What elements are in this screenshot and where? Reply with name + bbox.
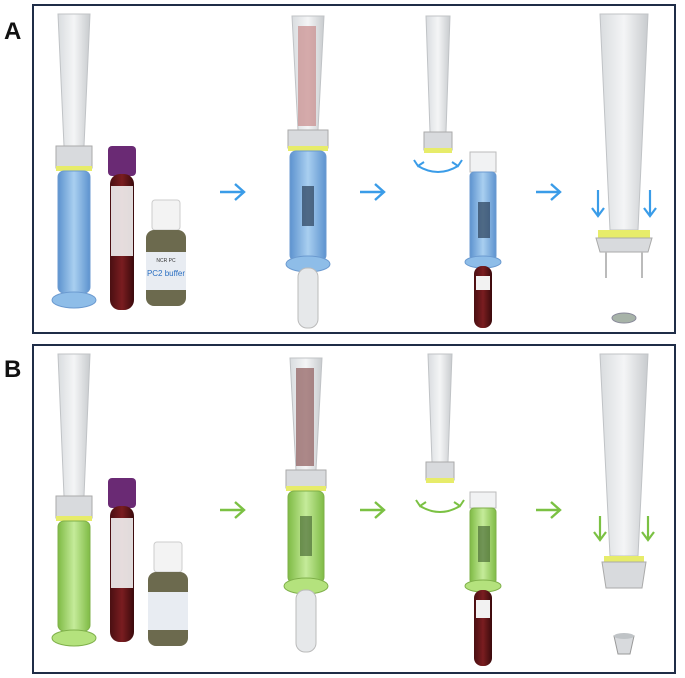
panel-a-diagram: NCR PC PC2 buffer bbox=[51, 13, 657, 329]
panel-label-b: B bbox=[4, 356, 22, 383]
step3-top-part bbox=[423, 15, 453, 153]
step1-buffer-bottle: NCR PC PC2 buffer bbox=[146, 199, 186, 306]
step1-device bbox=[51, 353, 97, 647]
panel-a: NCR PC PC2 buffer bbox=[32, 4, 676, 334]
right-arrow-icon bbox=[360, 501, 386, 519]
step4-collector bbox=[599, 353, 649, 655]
right-arrow-icon bbox=[360, 183, 386, 201]
bottle-label: PC2 buffer bbox=[147, 269, 185, 278]
step1-blood-tube bbox=[108, 146, 136, 310]
right-arrow-icon bbox=[220, 183, 246, 201]
step3-bottom-part bbox=[464, 151, 502, 328]
step1-device bbox=[51, 13, 97, 309]
step1-blood-tube bbox=[108, 478, 136, 642]
right-arrow-icon bbox=[220, 501, 246, 519]
down-arrow-icon bbox=[591, 190, 657, 218]
panel-b bbox=[32, 344, 676, 674]
step3-top-part bbox=[425, 353, 455, 483]
right-arrow-icon bbox=[536, 501, 562, 519]
step2-device bbox=[283, 357, 329, 653]
panel-b-diagram bbox=[51, 353, 655, 666]
step3-bottom-part bbox=[464, 491, 502, 666]
rotate-icon bbox=[415, 499, 465, 513]
right-arrow-icon bbox=[536, 183, 562, 201]
step4-collector bbox=[595, 13, 653, 324]
down-arrow-icon bbox=[593, 516, 655, 542]
panel-label-a: A bbox=[4, 18, 22, 45]
rotate-icon bbox=[413, 159, 463, 173]
bottle-small-label: NCR PC bbox=[156, 258, 176, 264]
step1-buffer-bottle bbox=[148, 541, 188, 646]
step2-device bbox=[285, 15, 331, 329]
